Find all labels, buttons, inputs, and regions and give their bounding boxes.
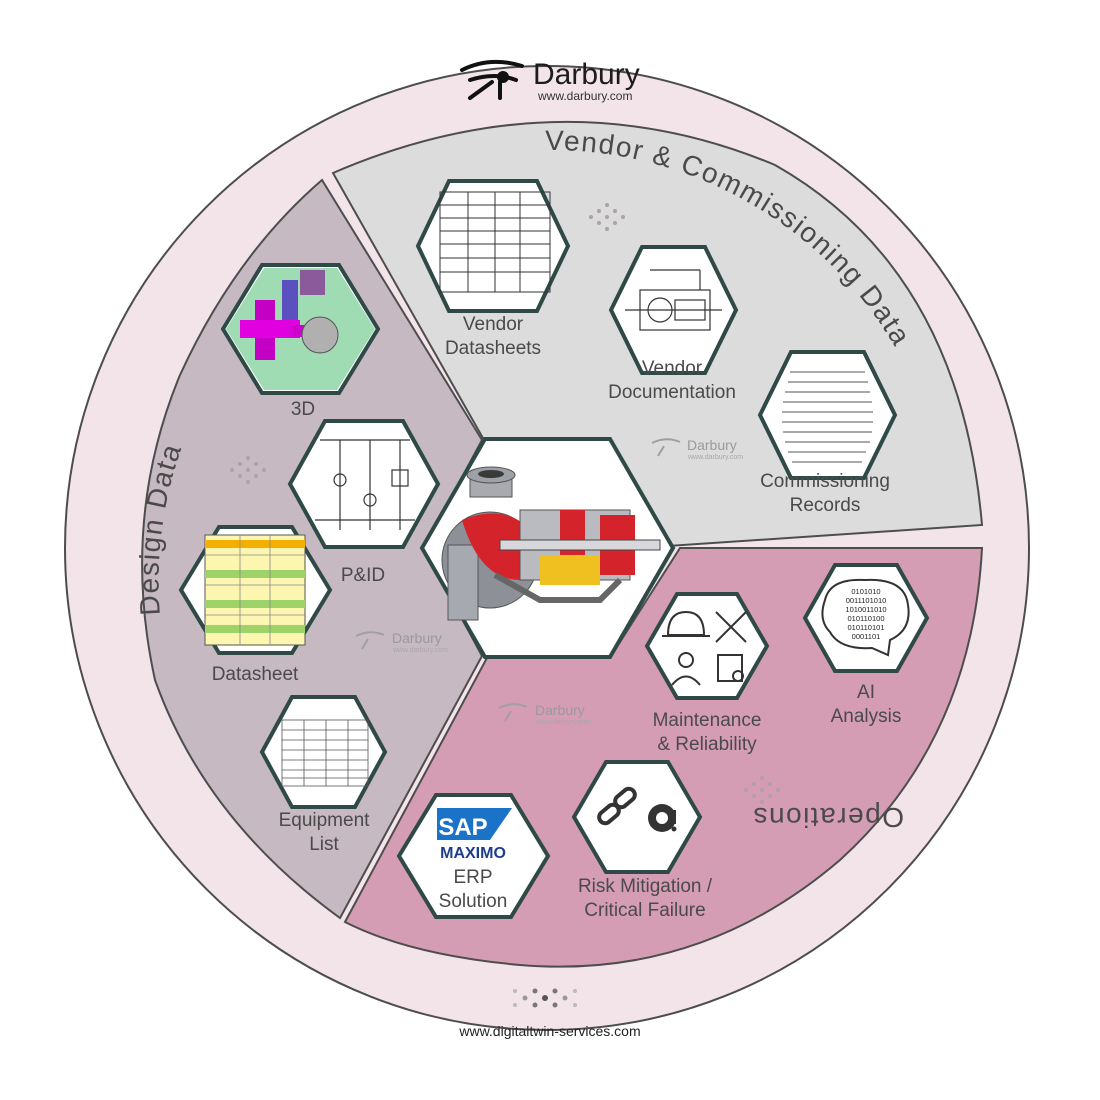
svg-text:Darbury: Darbury (392, 630, 442, 646)
equipment-list-hex[interactable]: Equipment List (259, 695, 388, 855)
technical-drawing-icon (625, 269, 722, 331)
model-3d-label: 3D (291, 399, 315, 420)
vendor-documentation-label-1: Vendor (642, 358, 703, 379)
ai-analysis-hex[interactable]: 0101010 0011101010 1010011010 010110100 … (802, 563, 930, 727)
svg-text:www.darbury.com: www.darbury.com (535, 719, 591, 726)
vendor-datasheets-hex[interactable]: Vendor Datasheets (415, 179, 571, 359)
watermark-vendor: Darbury www.darbury.com (651, 437, 743, 461)
equipment-list-label-1: Equipment (279, 810, 371, 831)
dot-cluster-vendor (589, 203, 625, 231)
watermark-design: Darbury www.darbury.com (355, 630, 448, 654)
maintenance-label-2: & Reliability (657, 734, 757, 755)
vendor-datasheets-label-2: Datasheets (445, 338, 541, 359)
datasheet-hex[interactable]: Datasheet (178, 525, 333, 685)
pid-schematic-icon (315, 439, 415, 530)
spreadsheet-icon (204, 534, 306, 646)
dot-cluster-footer (513, 988, 577, 1008)
svg-text:0101010: 0101010 (851, 587, 880, 596)
svg-text:0011101010: 0011101010 (846, 596, 887, 605)
ai-analysis-label-2: Analysis (831, 706, 902, 727)
pump-hex[interactable] (419, 437, 676, 659)
erp-solution-label-1: ERP (453, 867, 492, 888)
records-list-icon (782, 371, 873, 463)
equipment-list-label-2: List (309, 834, 339, 855)
footer-url: www.digitaltwin-services.com (458, 1023, 640, 1039)
dot-cluster-operations (744, 776, 780, 804)
erp-solution-hex[interactable]: SAP MAXIMO ERP Solution (396, 793, 551, 919)
svg-text:010110100: 010110100 (848, 614, 885, 623)
commissioning-records-label-1: Commissioning (760, 471, 890, 492)
svg-text:Darbury: Darbury (535, 702, 585, 718)
pid-hex[interactable]: P&ID (287, 419, 441, 586)
maintenance-tools-icon (662, 610, 747, 686)
commissioning-records-hex[interactable]: Commissioning Records (757, 350, 898, 516)
risk-mitigation-label-2: Critical Failure (584, 900, 705, 921)
maintenance-hex[interactable]: Maintenance & Reliability (644, 592, 770, 755)
watermark-operations: Darbury www.darbury.com (498, 702, 591, 726)
commissioning-records-label-2: Records (790, 495, 861, 516)
maximo-logo-text: MAXIMO (440, 845, 506, 862)
brand-url: www.darbury.com (537, 89, 632, 103)
broken-chain-gear-icon (597, 786, 677, 832)
centrifugal-pump-icon (441, 466, 661, 621)
sap-logo-icon: SAP (437, 808, 512, 841)
risk-mitigation-hex[interactable]: Risk Mitigation / Critical Failure (571, 760, 713, 921)
svg-text:www.darbury.com: www.darbury.com (392, 647, 448, 654)
plant-3d-model-icon (226, 268, 375, 390)
vendor-datasheets-label-1: Vendor (463, 314, 524, 335)
vendor-documentation-hex[interactable]: Vendor Documentation (608, 245, 739, 403)
datasheet-label: Datasheet (212, 664, 299, 685)
svg-text:0001101: 0001101 (852, 632, 881, 641)
risk-mitigation-label-1: Risk Mitigation / (578, 876, 713, 897)
eye-logo-icon (460, 59, 524, 100)
ai-analysis-label-1: AI (857, 682, 875, 703)
datasheet-table-icon (439, 191, 551, 293)
svg-text:SAP: SAP (438, 814, 487, 841)
brain-binary-icon: 0101010 0011101010 1010011010 010110100 … (821, 578, 910, 657)
maintenance-label-1: Maintenance (653, 710, 762, 731)
equipment-table-icon (281, 719, 369, 787)
brand-name: Darbury (533, 58, 640, 91)
svg-text:010110101: 010110101 (848, 623, 885, 632)
design-sector (141, 178, 484, 920)
model-3d-hex[interactable]: 3D (220, 263, 381, 420)
pid-label: P&ID (341, 565, 385, 586)
svg-text:www.darbury.com: www.darbury.com (687, 454, 743, 461)
svg-text:Darbury: Darbury (687, 437, 737, 453)
dot-cluster-design (230, 456, 266, 484)
svg-text:1010011010: 1010011010 (845, 605, 886, 614)
vendor-documentation-label-2: Documentation (608, 382, 736, 403)
erp-solution-label-2: Solution (439, 891, 508, 912)
operations-section-title: Operations (752, 802, 904, 833)
darbury-logo: Darbury www.darbury.com (460, 58, 640, 103)
